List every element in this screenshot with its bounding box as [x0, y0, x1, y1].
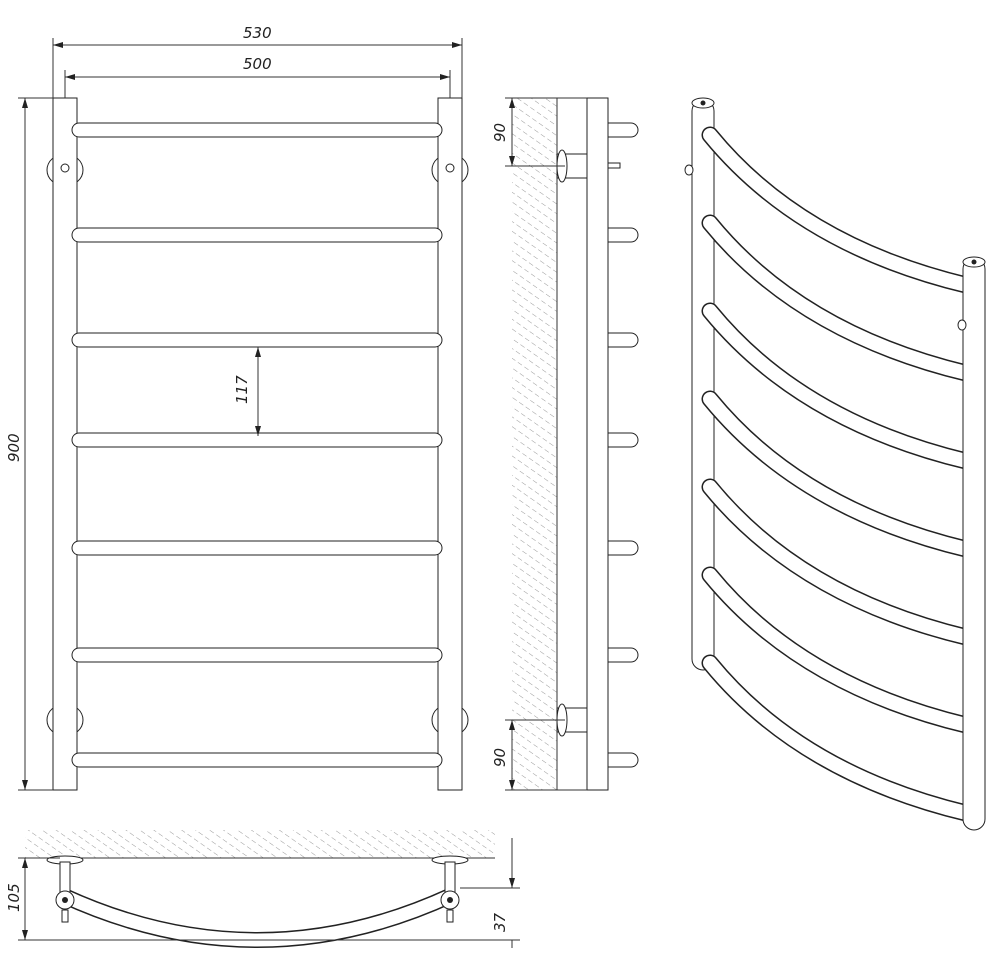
persp-hole	[700, 100, 706, 106]
crossbar	[71, 647, 443, 663]
persp-bar	[701, 302, 975, 470]
persp-right-rail	[962, 257, 986, 831]
perspective-view	[684, 97, 986, 831]
dim-530: 530	[243, 24, 272, 42]
persp-bar	[701, 214, 975, 382]
persp-bar	[701, 390, 975, 558]
persp-valve	[684, 164, 694, 176]
right-rail	[437, 97, 463, 791]
crossbar	[71, 540, 443, 556]
dim-900: 900	[5, 433, 23, 462]
crossbar	[71, 122, 443, 138]
crossbar	[71, 332, 443, 348]
mount-hole	[445, 163, 455, 173]
front-view	[46, 97, 469, 791]
crossbar	[71, 227, 443, 243]
persp-bar	[701, 478, 975, 646]
persp-bar	[701, 654, 975, 822]
dim-117: 117	[233, 375, 251, 404]
bottom-dimensions: 105 37	[5, 838, 520, 948]
wall-hatch-bottom	[25, 830, 495, 858]
crossbar	[71, 432, 443, 448]
dim-90-bottom: 90	[491, 748, 509, 767]
persp-valve	[957, 319, 967, 331]
side-dimensions: 90 90	[491, 97, 587, 791]
persp-bar	[701, 126, 975, 294]
bottom-bracket-left	[46, 855, 84, 923]
persp-bar	[701, 566, 975, 734]
valve	[607, 162, 621, 169]
dim-105: 105	[5, 883, 23, 912]
crossbar	[71, 752, 443, 768]
dim-90-top: 90	[491, 123, 509, 142]
side-view	[512, 97, 639, 791]
bottom-view	[25, 830, 495, 948]
dim-37: 37	[491, 912, 509, 932]
mount-hole	[60, 163, 70, 173]
side-rail	[586, 97, 609, 791]
dim-500: 500	[243, 55, 272, 73]
bottom-bracket-right	[431, 855, 469, 923]
persp-hole	[971, 259, 977, 265]
front-dimensions: 530 500 900 117	[5, 24, 463, 791]
wall-hatch	[512, 98, 557, 790]
